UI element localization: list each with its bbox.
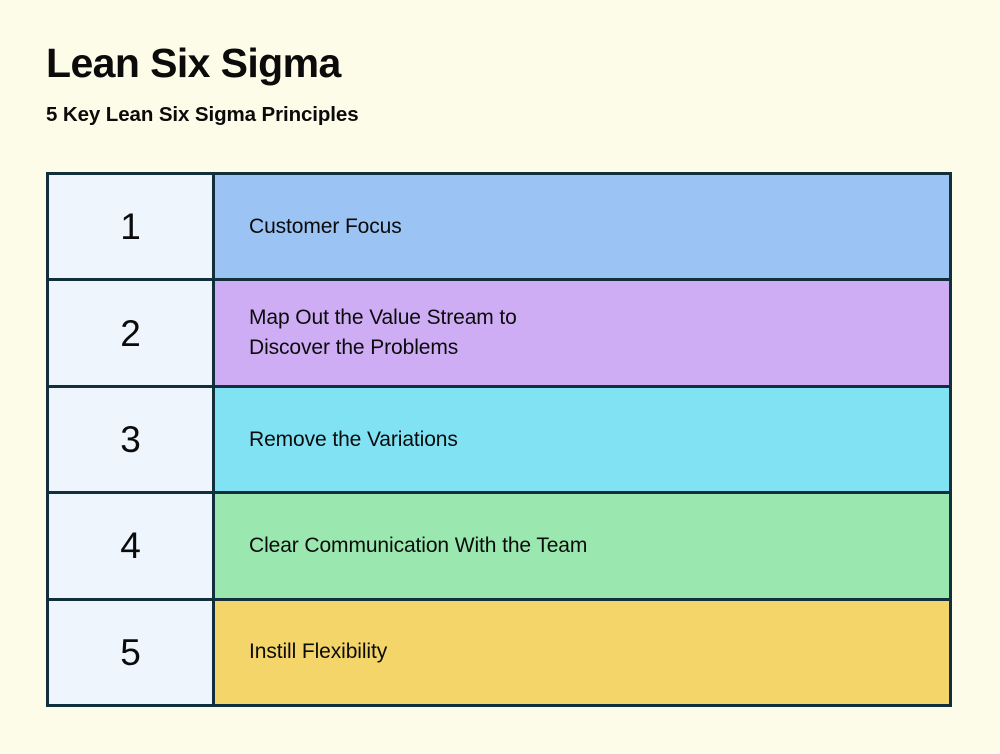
principle-label-cell: Customer Focus	[215, 175, 949, 279]
header: Lean Six Sigma 5 Key Lean Six Sigma Prin…	[46, 40, 946, 127]
principles-table: 1 Customer Focus 2 Map Out the Value Str…	[46, 172, 952, 707]
table-row: 4 Clear Communication With the Team	[49, 494, 949, 601]
principle-number: 2	[120, 312, 141, 354]
principle-label: Clear Communication With the Team	[249, 533, 588, 557]
principle-number-cell: 1	[49, 175, 215, 279]
principle-label: Map Out the Value Stream to Discover the…	[249, 306, 517, 360]
table-row: 2 Map Out the Value Stream to Discover t…	[49, 281, 949, 388]
table-row: 3 Remove the Variations	[49, 387, 949, 495]
principle-number-cell: 3	[49, 387, 215, 492]
table-row: 1 Customer Focus	[49, 175, 949, 282]
principle-number-cell: 5	[49, 600, 215, 705]
page-title: Lean Six Sigma	[46, 40, 341, 86]
principle-label-cell: Map Out the Value Stream to Discover the…	[215, 281, 949, 385]
principle-label-cell: Clear Communication With the Team	[215, 494, 949, 598]
principle-number: 5	[120, 631, 141, 673]
principle-number: 4	[120, 525, 141, 567]
principle-number: 3	[120, 419, 141, 461]
principle-number-cell: 2	[49, 281, 215, 385]
principle-number-cell: 4	[49, 494, 215, 598]
page-subtitle: 5 Key Lean Six Sigma Principles	[46, 103, 359, 127]
principle-label: Instill Flexibility	[249, 640, 388, 664]
principle-label: Customer Focus	[249, 214, 402, 238]
table-row: 5 Instill Flexibility	[49, 600, 949, 705]
principle-number: 1	[120, 206, 141, 248]
principle-label: Remove the Variations	[249, 427, 458, 451]
principle-label-cell: Remove the Variations	[215, 387, 949, 492]
principle-label-cell: Instill Flexibility	[215, 600, 949, 705]
